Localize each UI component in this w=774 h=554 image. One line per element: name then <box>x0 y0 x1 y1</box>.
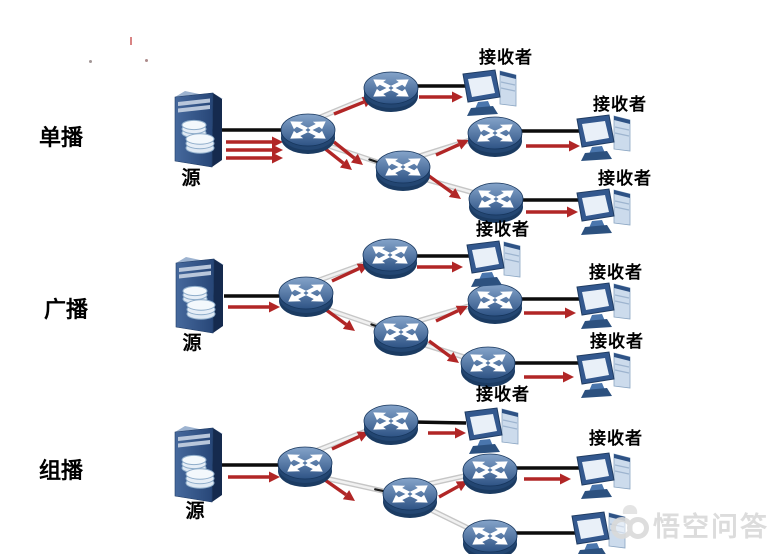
router-icon <box>277 446 333 488</box>
receiver-computer-icon <box>576 452 631 500</box>
link-line-highlight <box>422 473 471 487</box>
stray-dot <box>145 59 148 62</box>
source-label: 源 <box>185 499 204 522</box>
router-icon <box>468 182 524 224</box>
receiver-label: 接收者 <box>476 384 530 404</box>
receiver-computer-icon <box>576 114 631 162</box>
traffic-arrow-head <box>565 307 576 319</box>
traffic-arrow-head <box>456 139 469 150</box>
traffic-arrow-head <box>342 320 355 331</box>
traffic-arrow-head <box>339 158 352 170</box>
router-icon <box>280 113 336 155</box>
receiver-computer-icon <box>466 240 521 288</box>
router-icon <box>375 150 431 192</box>
traffic-arrow-shaft <box>331 435 360 451</box>
source-server-icon <box>174 425 224 503</box>
traffic-arrow-head <box>455 427 466 439</box>
watermark: 悟空问答 <box>610 503 769 545</box>
traffic-arrow-shaft <box>427 339 452 358</box>
receiver-computer-icon <box>464 407 519 455</box>
receiver-label: 接收者 <box>598 168 652 188</box>
traffic-arrow-head <box>272 136 283 148</box>
source-label: 源 <box>181 166 200 189</box>
traffic-arrow-shaft <box>333 100 365 116</box>
watermark-text: 悟空问答 <box>653 511 769 542</box>
row-label-multicast: 组播 <box>39 458 84 483</box>
traffic-arrow-shaft <box>331 267 360 283</box>
link-cable <box>412 420 467 425</box>
router-icon <box>467 283 523 325</box>
source-server-icon <box>174 90 224 168</box>
receiver-label: 接收者 <box>590 331 644 351</box>
traffic-arrow-shaft <box>435 143 460 157</box>
traffic-arrow-shaft <box>332 140 356 160</box>
router-icon <box>373 315 429 357</box>
traffic-arrow-head <box>350 153 363 165</box>
router-icon <box>382 477 438 519</box>
traffic-arrow-shaft <box>438 484 460 499</box>
receiver-label: 接收者 <box>479 47 533 67</box>
traffic-arrow-head <box>569 140 580 152</box>
traffic-arrow-head <box>269 301 280 313</box>
source-server-icon <box>175 256 225 334</box>
receiver-computer-icon <box>576 351 631 399</box>
receiver-computer-icon <box>462 69 517 117</box>
router-icon <box>462 519 518 554</box>
router-icon <box>363 404 419 446</box>
traffic-arrow-head <box>342 490 355 501</box>
traffic-arrow-shaft <box>324 478 347 497</box>
traffic-arrow-head <box>446 352 459 363</box>
router-icon <box>462 453 518 495</box>
traffic-arrow-head <box>448 188 461 199</box>
traffic-arrow-head <box>455 305 468 316</box>
receiver-label: 接收者 <box>476 219 530 239</box>
router-icon <box>278 276 334 318</box>
traffic-arrow-head <box>567 206 578 218</box>
traffic-arrow-head <box>560 473 571 485</box>
wukong-logo-icon <box>611 505 649 539</box>
receiver-label: 接收者 <box>593 94 647 114</box>
router-icon <box>460 346 516 388</box>
receiver-label: 接收者 <box>589 262 643 282</box>
traffic-arrow-head <box>452 261 463 273</box>
traffic-arrow-head <box>269 471 280 483</box>
stray-dot <box>89 60 92 63</box>
traffic-arrow-shaft <box>323 307 348 326</box>
router-icon <box>362 238 418 280</box>
link-line-highlight <box>419 176 480 196</box>
receiver-computer-icon <box>576 188 631 236</box>
traffic-arrow-head <box>452 91 463 103</box>
router-icon <box>467 116 523 158</box>
router-icon <box>363 71 419 113</box>
receiver-label: 接收者 <box>589 428 643 448</box>
source-label: 源 <box>182 331 201 354</box>
traffic-arrow-head <box>272 152 283 164</box>
row-label-broadcast: 广播 <box>44 297 89 322</box>
stray-mark <box>130 37 132 45</box>
traffic-arrow-head <box>563 371 574 383</box>
row-label-unicast: 单播 <box>39 125 84 150</box>
traffic-arrow-head <box>272 144 283 156</box>
traffic-arrow-shaft <box>428 174 454 194</box>
traffic-arrow-shaft <box>435 309 459 323</box>
receiver-computer-icon <box>576 282 631 330</box>
